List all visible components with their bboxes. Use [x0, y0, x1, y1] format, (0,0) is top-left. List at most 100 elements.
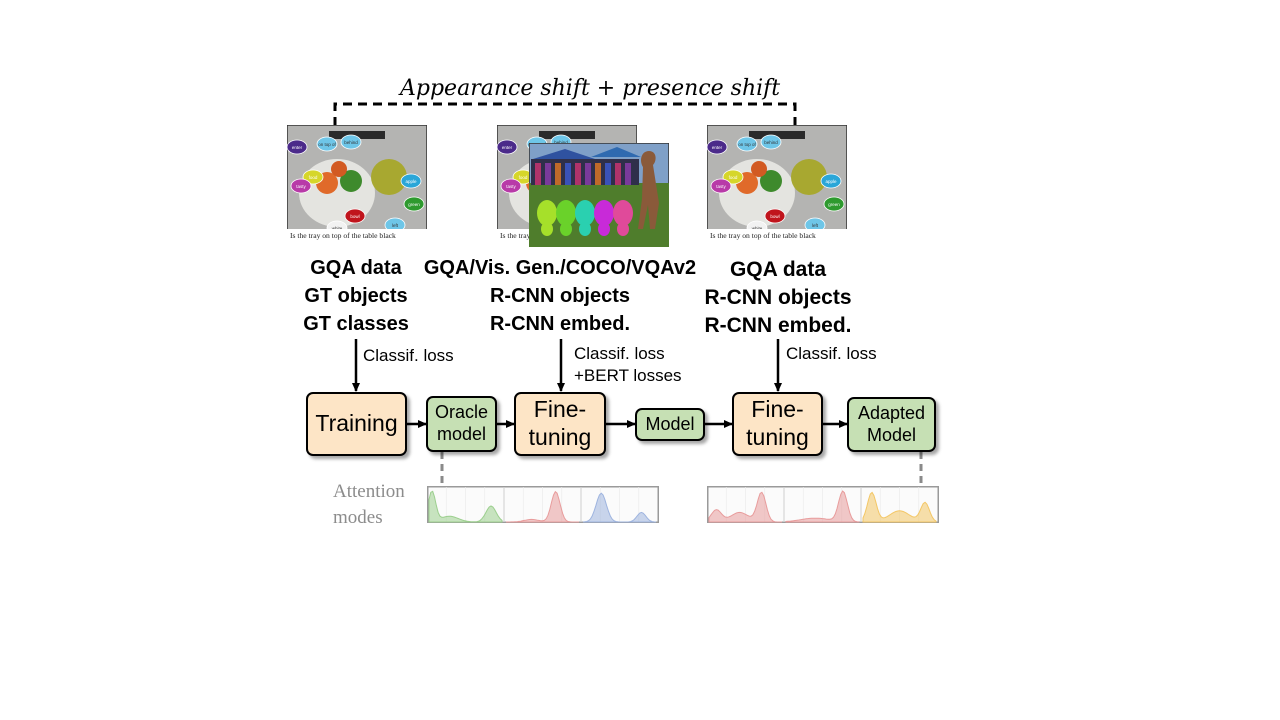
sheep-mask [575, 200, 595, 226]
heading-line: R-CNN embed. [704, 314, 852, 337]
apple-shape [791, 159, 827, 195]
object-tag-label: on top of [318, 142, 336, 147]
person-mask [638, 151, 659, 229]
object-tag-label: food [729, 175, 738, 180]
person-mask [615, 163, 621, 185]
loss-line: Classif. loss [574, 344, 665, 363]
sheep-mask [560, 222, 572, 236]
attention-mode-curve [708, 491, 782, 523]
object-tag [820, 173, 842, 189]
object-tag-label: white [752, 226, 763, 231]
training-box: Training [306, 392, 407, 456]
oracle-label-line: model [436, 424, 486, 444]
food-shape [760, 170, 782, 192]
object-tag-label: enter [502, 145, 513, 150]
object-tag [500, 178, 522, 194]
person-mask [535, 163, 541, 185]
attention-label-line: modes [333, 507, 383, 528]
person-mask [605, 163, 611, 185]
object-tag [496, 139, 518, 155]
object-tag [823, 196, 845, 212]
heading-line: R-CNN objects [704, 286, 852, 309]
object-tag-label: green [408, 202, 420, 207]
apple-shape [371, 159, 407, 195]
object-tag [290, 178, 312, 194]
object-tag-label: tasty [506, 184, 516, 189]
heading-line: GQA/Vis. Gen./COCO/VQAv2 [423, 257, 697, 279]
oracle-label-line: Oracle [434, 402, 488, 423]
object-tag-label: tasty [296, 184, 306, 189]
person-mask [595, 163, 601, 185]
loss-line: Classif. loss [786, 344, 877, 363]
attention-mode-curve [582, 492, 657, 523]
training-label: Training [315, 410, 398, 437]
sheep-mask [579, 222, 591, 236]
column-heading-1: GQA data GT objects GT classes [206, 254, 506, 338]
model-box: Model [635, 408, 705, 441]
adapted-label-line: Model [866, 424, 917, 445]
object-tag-label: enter [292, 145, 303, 150]
sheep-mask [594, 200, 614, 226]
sheep-mask [617, 222, 629, 236]
column-heading-3: GQA data R-CNN objects R-CNN embed. [628, 256, 928, 340]
object-tag-label: tasty [716, 184, 726, 189]
food-shape [751, 161, 767, 177]
object-tag-label: on top of [738, 142, 756, 147]
attention-modes-label: Attention modes [333, 479, 405, 531]
object-tag-label: apple [405, 179, 417, 184]
food-shape [340, 170, 362, 192]
object-tag [302, 169, 324, 185]
object-tag [764, 208, 786, 224]
loss-label-2: Classif. loss +BERT losses [574, 343, 682, 387]
sheep-mask [541, 222, 553, 236]
heading-line: GT objects [304, 285, 408, 307]
question-caption: Is the tray on top of the table black [290, 231, 396, 240]
loss-line: Classif. loss [363, 346, 454, 365]
attention-mode-curve [428, 490, 503, 523]
attention-mode-curve [862, 491, 937, 523]
finetune-label-line: tuning [528, 424, 592, 450]
person-mask [555, 163, 561, 185]
object-tag [340, 134, 362, 150]
person-mask [585, 163, 591, 185]
object-tag-label: bowl [350, 214, 359, 219]
utensil-shape [539, 131, 595, 139]
finetuning-box-1: Fine- tuning [514, 392, 606, 456]
object-tag-label: left [392, 223, 399, 228]
model-label: Model [645, 413, 695, 434]
sheep-mask [598, 222, 610, 236]
oracle-attention-modes-chart [427, 486, 659, 528]
oracle-model-box: Oracle model [426, 396, 497, 452]
object-tag [710, 178, 732, 194]
object-tag-label: food [519, 175, 528, 180]
question-caption: Is the tray on top of the table black [710, 231, 816, 240]
object-tag [403, 196, 425, 212]
sheep-mask [613, 200, 633, 226]
finetune-label-line: Fine- [751, 396, 804, 423]
heading-line: R-CNN embed. [489, 313, 630, 335]
person-mask [565, 163, 571, 185]
object-tag [344, 208, 366, 224]
object-tag [286, 139, 308, 155]
person-mask [625, 163, 631, 185]
shift-title: Appearance shift + presence shift [400, 76, 781, 101]
object-tag [760, 134, 782, 150]
utensil-shape [329, 131, 385, 139]
object-tag [736, 136, 758, 152]
attention-mode-curve [506, 490, 579, 523]
object-tag-label: behind [344, 140, 358, 145]
heading-line: GQA data [310, 257, 402, 279]
object-tag [400, 173, 422, 189]
heading-line: R-CNN objects [489, 285, 630, 307]
person-mask [575, 163, 581, 185]
object-tag-label: enter [712, 145, 723, 150]
food-shape [331, 161, 347, 177]
person-mask [545, 163, 551, 185]
object-tag [316, 136, 338, 152]
shift-dashed-bracket [333, 102, 797, 126]
loss-line: +BERT losses [574, 366, 682, 385]
finetuning-box-2: Fine- tuning [732, 392, 823, 456]
